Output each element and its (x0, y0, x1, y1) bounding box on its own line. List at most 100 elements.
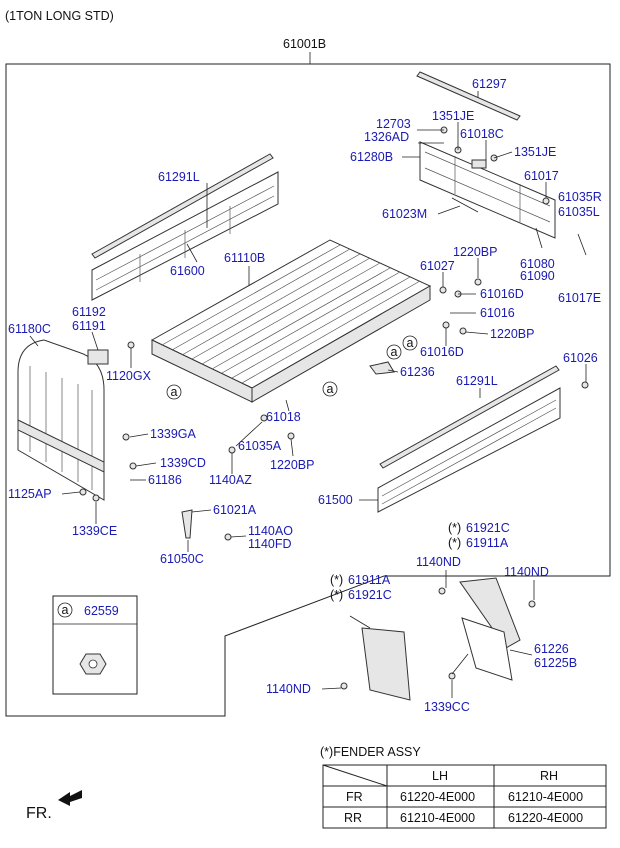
label-61921C-a: 61921C (466, 521, 510, 535)
label-12703: 12703 (376, 117, 411, 131)
label-61600: 61600 (170, 264, 205, 278)
label-61017: 61017 (524, 169, 559, 183)
callout-a-3: a (386, 344, 402, 360)
bracket-61192 (87, 349, 109, 365)
label-61226: 61226 (534, 642, 569, 656)
label-1140AO: 1140AO (248, 524, 293, 538)
hardware-bolts (79, 126, 589, 690)
spring-61018C (471, 159, 487, 169)
label-61186: 61186 (148, 473, 182, 487)
label-61225B: 61225B (534, 656, 577, 670)
label-1339CE: 1339CE (72, 524, 117, 538)
part-61110B-floor (150, 239, 432, 403)
label-61180C: 61180C (8, 322, 51, 336)
legend-marker: a (62, 603, 69, 617)
label-61016D-a: 61016D (480, 287, 524, 301)
label-61280B: 61280B (350, 150, 393, 164)
part-61911A-fender-rear (361, 627, 411, 701)
label-61016D-b: 61016D (420, 345, 464, 359)
part-61180C-head-guard (17, 339, 105, 501)
star-61911A-a: (*) (448, 536, 461, 550)
label-1140ND-b: 1140ND (504, 565, 549, 579)
label-1140FD: 1140FD (248, 537, 292, 551)
svg-text:a: a (327, 382, 334, 396)
label-1140AZ: 1140AZ (209, 473, 252, 487)
label-61090: 61090 (520, 269, 555, 283)
label-61911A-a: 61911A (466, 536, 509, 550)
label-1339CD: 1339CD (160, 456, 206, 470)
fender-table: LH RH FR 61220-4E000 61210-4E000 RR 6121… (322, 764, 607, 829)
label-1140ND-c: 1140ND (266, 682, 311, 696)
label-1339CC: 1339CC (424, 700, 470, 714)
label-1220BP-b: 1220BP (490, 327, 534, 341)
label-61050C: 61050C (160, 552, 204, 566)
table-header-rh: RH (540, 769, 558, 783)
part-61500-side-gate (377, 387, 561, 513)
star-61911A-b: (*) (330, 573, 343, 587)
label-61236: 61236 (400, 365, 435, 379)
table-caption: (*)FENDER ASSY (320, 745, 421, 759)
table-header-lh: LH (432, 769, 448, 783)
callout-a-1: a (166, 384, 182, 400)
label-61110B: 61110B (224, 251, 265, 265)
callout-a-4: a (402, 335, 418, 351)
part-61291L-rail-left (91, 153, 274, 259)
label-1351JE-a: 1351JE (432, 109, 474, 123)
label-61500: 61500 (318, 493, 353, 507)
label-1339GA: 1339GA (150, 427, 197, 441)
table-cell: 61220-4E000 (508, 811, 583, 825)
table-cell: 61220-4E000 (400, 790, 475, 804)
assembly-frame (5, 63, 611, 717)
star-61921C-a: (*) (448, 521, 461, 535)
label-61297: 61297 (472, 77, 507, 91)
label-61023M: 61023M (382, 207, 427, 221)
svg-text:a: a (391, 345, 398, 359)
label-1140ND-a: 1140ND (416, 555, 461, 569)
part-61600-side-gate (91, 171, 279, 301)
label-1326AD: 1326AD (364, 130, 409, 144)
star-61921C-b: (*) (330, 588, 343, 602)
table-row-label: RR (344, 811, 362, 825)
label-61017E: 61017E (558, 291, 601, 305)
callout-a-2: a (322, 381, 338, 397)
svg-text:a: a (171, 385, 178, 399)
label-61026: 61026 (563, 351, 598, 365)
label-61018: 61018 (266, 410, 301, 424)
legend-part: 62559 (84, 604, 119, 618)
label-61911A-b: 61911A (348, 573, 391, 587)
label-61018C: 61018C (460, 127, 504, 141)
table-cell: 61210-4E000 (400, 811, 475, 825)
front-arrow-icon (58, 790, 82, 806)
label-1120GX: 1120GX (106, 369, 152, 383)
label-1125AP: 1125AP (8, 487, 52, 501)
leader-lines (29, 91, 587, 698)
label-61080: 61080 (520, 257, 555, 271)
label-61016: 61016 (480, 306, 515, 320)
label-61291L-b: 61291L (456, 374, 498, 388)
table-row-label: FR (346, 790, 363, 804)
label-61035A: 61035A (238, 439, 282, 453)
part-61297-rail (416, 71, 521, 121)
label-61921C-b: 61921C (348, 588, 392, 602)
assembly-number: 61001B (283, 37, 326, 51)
legend-box: a 62559 (52, 595, 138, 695)
label-61027: 61027 (420, 259, 455, 273)
legend-marker-circle (57, 602, 73, 618)
front-label: FR. (26, 805, 52, 822)
label-61191: 61191 (72, 319, 106, 333)
table-cell: 61210-4E000 (508, 790, 583, 804)
label-61291L-a: 61291L (158, 170, 200, 184)
part-61280B-tailgate (419, 141, 556, 239)
label-61035L: 61035L (558, 205, 600, 219)
label-61192: 61192 (72, 305, 106, 319)
label-61021A: 61021A (213, 503, 257, 517)
label-61035R: 61035R (558, 190, 602, 204)
label-1220BP-a: 1220BP (453, 245, 497, 259)
nut-62559-icon (79, 653, 107, 675)
part-61291L-rail-right (379, 365, 560, 469)
page-title: (1TON LONG STD) (5, 9, 114, 23)
part-61911A-fender-front (459, 577, 521, 649)
label-1220BP-c: 1220BP (270, 458, 314, 472)
part-61226-mudflap (461, 617, 513, 681)
